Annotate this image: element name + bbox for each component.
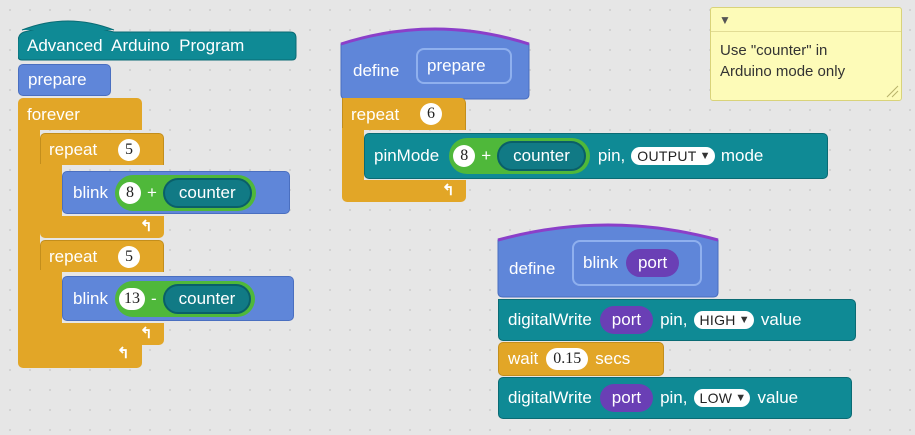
- define-blink-label: define: [509, 259, 556, 278]
- prep-repeat-bottom: [342, 180, 466, 202]
- pinmode-operator: +: [481, 146, 492, 165]
- write1-value-dropdown[interactable]: HIGH ▼: [693, 311, 754, 329]
- forever-arm: [18, 128, 40, 338]
- pinmode-add-operator[interactable]: 8 + counter: [449, 138, 590, 174]
- write1-port-param[interactable]: port: [599, 306, 654, 334]
- write2-value-dropdown[interactable]: LOW ▼: [693, 389, 751, 407]
- forever-loop-icon: ↰: [117, 345, 130, 362]
- write2-value: LOW: [699, 390, 733, 406]
- pinmode-counter-var[interactable]: counter: [497, 141, 586, 171]
- pinmode-mode-label: mode: [720, 146, 764, 165]
- resize-handle-icon[interactable]: [883, 82, 899, 98]
- write1-value: HIGH: [699, 312, 736, 328]
- pinmode-mode-value: OUTPUT: [637, 148, 697, 164]
- write1-value-label: value: [760, 310, 802, 329]
- blink1-operator: +: [146, 182, 157, 202]
- program-hat-label: Advanced Arduino Program: [27, 36, 245, 55]
- blink2-operator: -: [150, 288, 157, 308]
- hat-shape: [18, 20, 297, 61]
- wait-unit-label: secs: [595, 349, 631, 368]
- define-prepare-hat-shape: [340, 27, 530, 100]
- note-text: Use "counter" in Arduino mode only: [720, 40, 845, 82]
- note-line-2: Arduino mode only: [720, 63, 846, 80]
- pinmode-number[interactable]: 8: [453, 145, 476, 167]
- define-blink-hat[interactable]: define blink port: [497, 216, 719, 298]
- write2-value-label: value: [757, 388, 799, 407]
- prepare-call-block[interactable]: prepare: [18, 64, 111, 96]
- repeat2-loop-icon: ↰: [140, 325, 153, 342]
- repeat1-bottom: [40, 216, 164, 238]
- blink2-counter-var[interactable]: counter: [162, 283, 252, 314]
- blink2-number[interactable]: 13: [118, 287, 145, 310]
- write1-pin-label: pin,: [660, 310, 688, 329]
- define-prepare-name: prepare: [427, 56, 486, 75]
- repeat1-loop-icon: ↰: [140, 218, 153, 235]
- define-blink-prototype[interactable]: blink port: [572, 240, 702, 286]
- prep-repeat-label: repeat: [351, 105, 400, 124]
- define-prepare-hat[interactable]: define prepare: [340, 20, 530, 100]
- prep-repeat-top: [342, 98, 466, 130]
- repeat1-label: repeat: [49, 140, 98, 159]
- forever-label: forever: [27, 105, 80, 124]
- wait-block[interactable]: wait 0.15 secs: [498, 342, 664, 376]
- wait-label: wait: [508, 349, 539, 368]
- note-divider: [711, 31, 901, 32]
- define-blink-name: blink: [583, 253, 618, 272]
- write2-port-param[interactable]: port: [599, 384, 654, 412]
- note-line-1: Use "counter" in: [720, 42, 828, 59]
- repeat2-bottom: [40, 323, 164, 345]
- define-blink-param[interactable]: port: [625, 249, 680, 277]
- blink-call-block-1[interactable]: blink 8 + counter: [62, 171, 290, 214]
- blink1-counter-var[interactable]: counter: [162, 177, 252, 208]
- pinmode-label: pinMode: [374, 146, 440, 165]
- blink1-label: blink: [73, 182, 108, 202]
- pinmode-block[interactable]: pinMode 8 + counter pin, OUTPUT ▼ mode: [364, 133, 828, 179]
- digitalwrite-high-block[interactable]: digitalWrite port pin, HIGH ▼ value: [498, 299, 856, 341]
- write2-pin-label: pin,: [660, 388, 688, 407]
- repeat2-label: repeat: [49, 247, 98, 266]
- repeat2-top: [40, 240, 164, 272]
- pinmode-mode-dropdown[interactable]: OUTPUT ▼: [631, 147, 715, 165]
- define-prepare-prototype[interactable]: prepare: [416, 48, 512, 84]
- define-blink-hat-shape: [497, 223, 719, 298]
- blink-call-block-2[interactable]: blink 13 - counter: [62, 276, 294, 321]
- blink2-label: blink: [73, 288, 108, 308]
- prep-repeat-loop-icon: ↰: [442, 182, 455, 199]
- repeat2-arm: [40, 270, 62, 326]
- dropdown-arrow-icon: ▼: [699, 150, 711, 162]
- repeat2-count[interactable]: 5: [118, 246, 140, 268]
- forever-top: [18, 98, 142, 130]
- pinmode-pin-label: pin,: [597, 146, 626, 165]
- blink1-number[interactable]: 8: [118, 181, 141, 204]
- digitalwrite-low-block[interactable]: digitalWrite port pin, LOW ▼ value: [498, 377, 852, 419]
- add-operator-1[interactable]: 8 + counter: [114, 174, 256, 211]
- prep-repeat-count[interactable]: 6: [420, 103, 442, 125]
- collapse-note-icon[interactable]: ▼: [719, 13, 731, 27]
- write1-label: digitalWrite: [508, 310, 592, 329]
- wait-seconds-input[interactable]: 0.15: [546, 348, 589, 370]
- write2-label: digitalWrite: [508, 388, 592, 407]
- dropdown-arrow-icon: ▼: [738, 314, 750, 326]
- repeat1-top: [40, 133, 164, 165]
- prepare-call-label: prepare: [28, 70, 87, 89]
- prep-repeat-arm: [342, 128, 364, 182]
- repeat1-count[interactable]: 5: [118, 139, 140, 161]
- define-prepare-label: define: [353, 61, 400, 80]
- repeat1-arm: [40, 164, 62, 219]
- comment-note[interactable]: ▼ Use "counter" in Arduino mode only: [710, 7, 902, 101]
- subtract-operator-2[interactable]: 13 - counter: [114, 280, 256, 317]
- program-hat-block[interactable]: Advanced Arduino Program: [18, 12, 298, 62]
- dropdown-arrow-icon: ▼: [735, 392, 747, 404]
